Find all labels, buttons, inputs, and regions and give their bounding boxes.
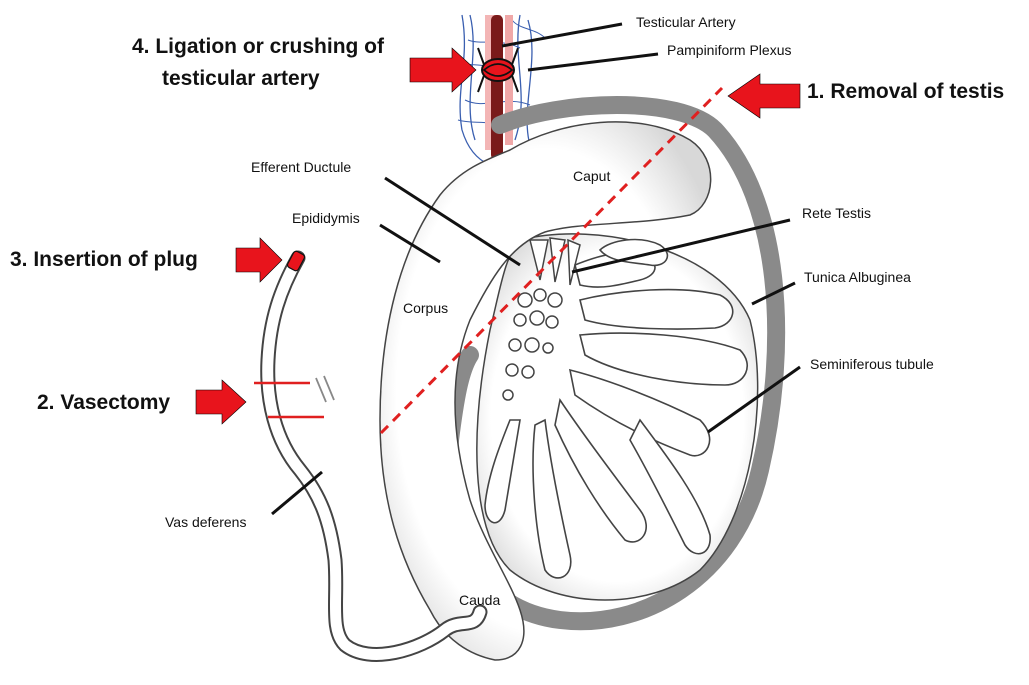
procedure-vasectomy: 2. Vasectomy bbox=[37, 391, 170, 415]
procedure-removal: 1. Removal of testis bbox=[807, 80, 1004, 104]
label-pampiniform-plexus: Pampiniform Plexus bbox=[667, 42, 792, 58]
procedure-plug: 3. Insertion of plug bbox=[10, 248, 198, 272]
arrow-plug-icon bbox=[236, 238, 282, 282]
arrow-ligation-icon bbox=[410, 48, 476, 92]
label-testicular-artery: Testicular Artery bbox=[636, 14, 736, 30]
label-cauda: Cauda bbox=[459, 592, 500, 608]
label-tunica-albuginea: Tunica Albuginea bbox=[804, 269, 911, 285]
label-rete-testis: Rete Testis bbox=[802, 205, 871, 221]
arrow-removal-icon bbox=[728, 74, 800, 118]
label-vas-deferens: Vas deferens bbox=[165, 514, 246, 530]
label-corpus: Corpus bbox=[403, 300, 448, 316]
label-caput: Caput bbox=[573, 168, 610, 184]
label-efferent-ductule: Efferent Ductule bbox=[251, 159, 351, 175]
label-seminiferous-tubule: Seminiferous tubule bbox=[810, 356, 934, 372]
procedure-ligation-line1: 4. Ligation or crushing of bbox=[132, 35, 384, 59]
arrow-vasectomy-icon bbox=[196, 380, 246, 424]
testicular-artery bbox=[491, 15, 503, 160]
procedure-ligation-line2: testicular artery bbox=[162, 67, 320, 91]
label-epididymis: Epididymis bbox=[292, 210, 360, 226]
